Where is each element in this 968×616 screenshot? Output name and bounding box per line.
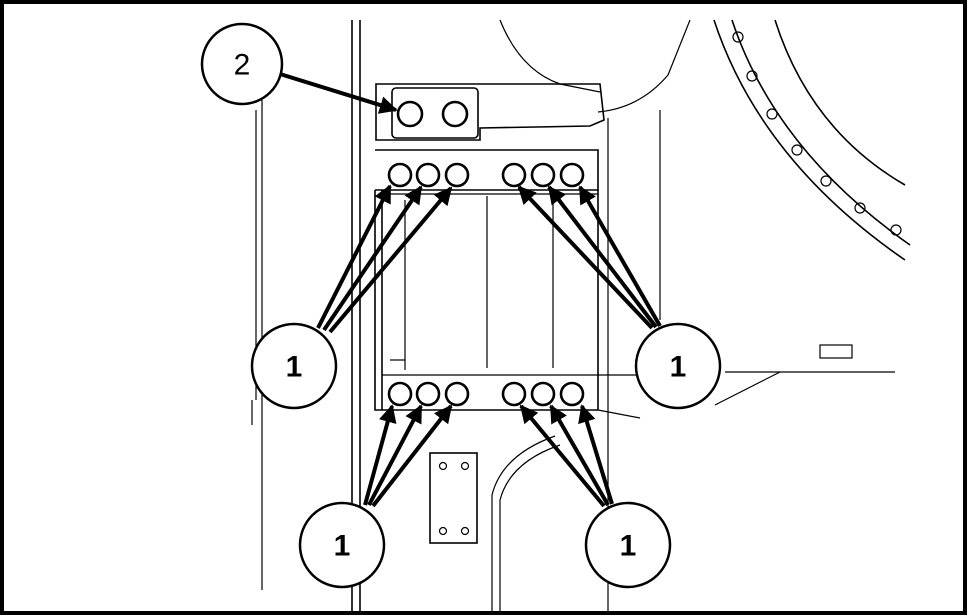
callout-1-upper-right: 1: [634, 322, 722, 410]
callouts: 2 1 1 1 1: [200, 22, 722, 589]
mounting-bolt: [530, 381, 556, 407]
callout-1-lower-left: 1: [298, 501, 386, 589]
callout-2: 2: [200, 22, 284, 106]
mounting-bolt: [559, 381, 585, 407]
callout-label: 2: [234, 49, 251, 82]
bracket-bolt: [396, 100, 424, 128]
callout-label: 1: [286, 351, 303, 384]
bolts: [387, 100, 585, 407]
mounting-bolt: [559, 162, 585, 188]
mounting-bolt: [444, 381, 470, 407]
mounting-bolt: [501, 381, 527, 407]
mounting-bolt: [387, 381, 413, 407]
callout-1-lower-right: 1: [584, 501, 672, 589]
mounting-bolt: [530, 162, 556, 188]
mounting-bolt: [415, 381, 441, 407]
mounting-bolt: [387, 162, 413, 188]
callout-label: 1: [620, 530, 637, 563]
callout-label: 1: [670, 351, 687, 384]
mounting-bolt: [415, 162, 441, 188]
callout-label: 1: [334, 530, 351, 563]
leader-arrows: [279, 72, 662, 508]
mounting-bolt: [444, 162, 470, 188]
bracket-bolt: [441, 100, 469, 128]
mounting-bolt: [501, 162, 527, 188]
callout-1-upper-left: 1: [250, 322, 338, 410]
